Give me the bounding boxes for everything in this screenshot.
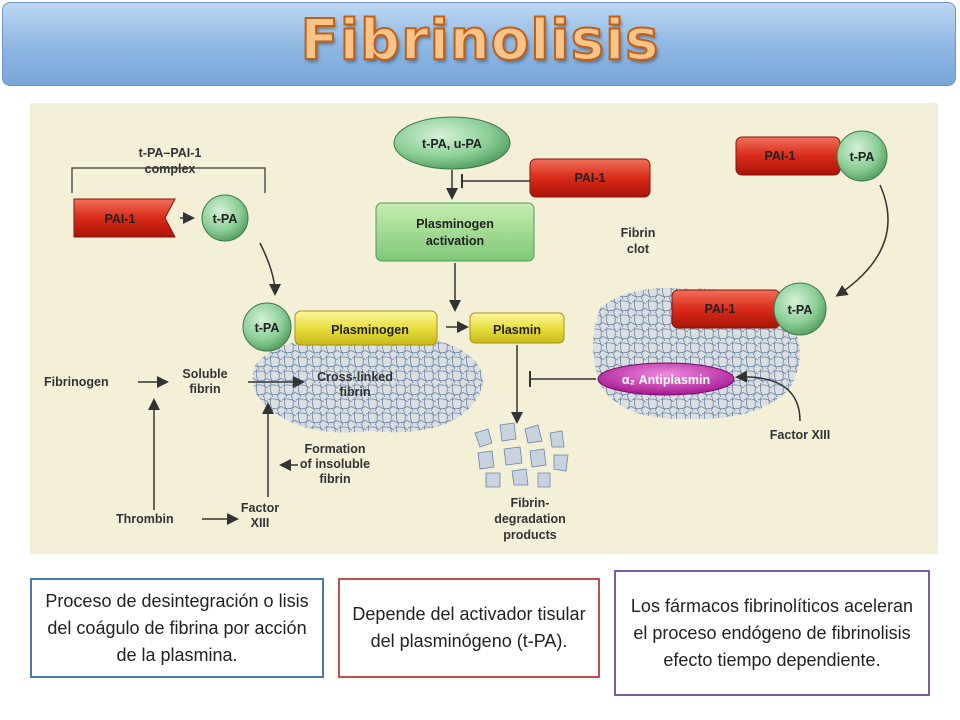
fdp-label-1: Fibrin- bbox=[511, 496, 550, 510]
formation-label-1: Formation bbox=[304, 442, 365, 456]
definition-text: Proceso de desintegración o lisis del co… bbox=[45, 590, 309, 665]
tpa-topright-circle bbox=[836, 130, 888, 182]
complex-label: complex bbox=[145, 162, 196, 176]
pai1-center-box bbox=[529, 158, 651, 198]
slide-title: Fibrinolisis bbox=[300, 7, 660, 74]
fibrin-degradation-fragments bbox=[474, 422, 569, 488]
definition-note: Proceso de desintegración o lisis del co… bbox=[30, 578, 324, 678]
tpa-upa-label: t-PA, u-PA bbox=[422, 137, 482, 151]
cross-linked-fibrin-label-1: Cross-linked bbox=[317, 370, 393, 384]
formation-label-3: fibrin bbox=[319, 472, 350, 486]
plasmin-label: Plasmin bbox=[493, 323, 541, 337]
tpa-left-circle bbox=[201, 194, 249, 242]
fdp-label-3: products bbox=[503, 528, 557, 542]
tpa-right-circle bbox=[773, 282, 827, 336]
fibrinolytic-drugs-text: Los fármacos fibrinolíticos aceleran el … bbox=[630, 595, 914, 670]
fibrin-clot-label-2: clot bbox=[627, 242, 650, 256]
dependency-text: Depende del activador tisular del plasmi… bbox=[352, 604, 586, 651]
cross-linked-fibrin-label-2: fibrin bbox=[339, 385, 370, 399]
antiplasmin-ellipse bbox=[597, 362, 735, 396]
antiplasmin-label: α₂ Antiplasmin bbox=[622, 373, 710, 387]
pai1-right-label: PAI-1 bbox=[704, 302, 735, 316]
fibrin-clot-left bbox=[252, 334, 483, 433]
plasminogen-activation-label-2: activation bbox=[426, 234, 484, 248]
factor-xiii-left-label-2: XIII bbox=[251, 516, 270, 530]
factor-xiii-right-label: Factor XIII bbox=[770, 428, 830, 442]
tpa-center-circle bbox=[242, 302, 292, 352]
plasminogen-activation-box bbox=[375, 202, 535, 262]
pai1-left-label: PAI-1 bbox=[104, 212, 135, 226]
pai1-left-box bbox=[73, 198, 176, 238]
fdp-label-2: degradation bbox=[494, 512, 566, 526]
soluble-fibrin-label-1: Soluble bbox=[182, 367, 227, 381]
plasminogen-box bbox=[294, 310, 438, 346]
tpa-left-label: t-PA bbox=[213, 212, 238, 226]
dependency-note: Depende del activador tisular del plasmi… bbox=[338, 578, 600, 678]
fibrinolysis-diagram: t-PA–PAI-1 complex PAI-1 t-PA Plasminoge… bbox=[30, 103, 938, 554]
thrombin-label: Thrombin bbox=[116, 512, 174, 526]
tpa-topright-label: t-PA bbox=[850, 150, 875, 164]
fibrinolytic-drugs-note: Los fármacos fibrinolíticos aceleran el … bbox=[614, 570, 930, 696]
plasminogen-label: Plasminogen bbox=[331, 323, 409, 337]
pai1-center-label: PAI-1 bbox=[574, 171, 605, 185]
fibrin-clot-label-1: Fibrin bbox=[621, 226, 656, 240]
plasminogen-activation-label-1: Plasminogen bbox=[416, 217, 494, 231]
factor-xiii-left-label-1: Factor bbox=[241, 501, 279, 515]
pai1-topright-label: PAI-1 bbox=[764, 149, 795, 163]
tpa-upa-ellipse bbox=[393, 116, 511, 170]
fibrinogen-label: Fibrinogen bbox=[44, 375, 109, 389]
tpa-right-label: t-PA bbox=[788, 303, 813, 317]
tpa-center-label: t-PA bbox=[255, 321, 280, 335]
formation-label-2: of insoluble bbox=[300, 457, 370, 471]
title-banner bbox=[2, 2, 956, 86]
plasmin-box bbox=[469, 312, 565, 344]
soluble-fibrin-label-2: fibrin bbox=[189, 382, 220, 396]
tpa-pai1-complex-label: t-PA–PAI-1 bbox=[139, 146, 202, 160]
